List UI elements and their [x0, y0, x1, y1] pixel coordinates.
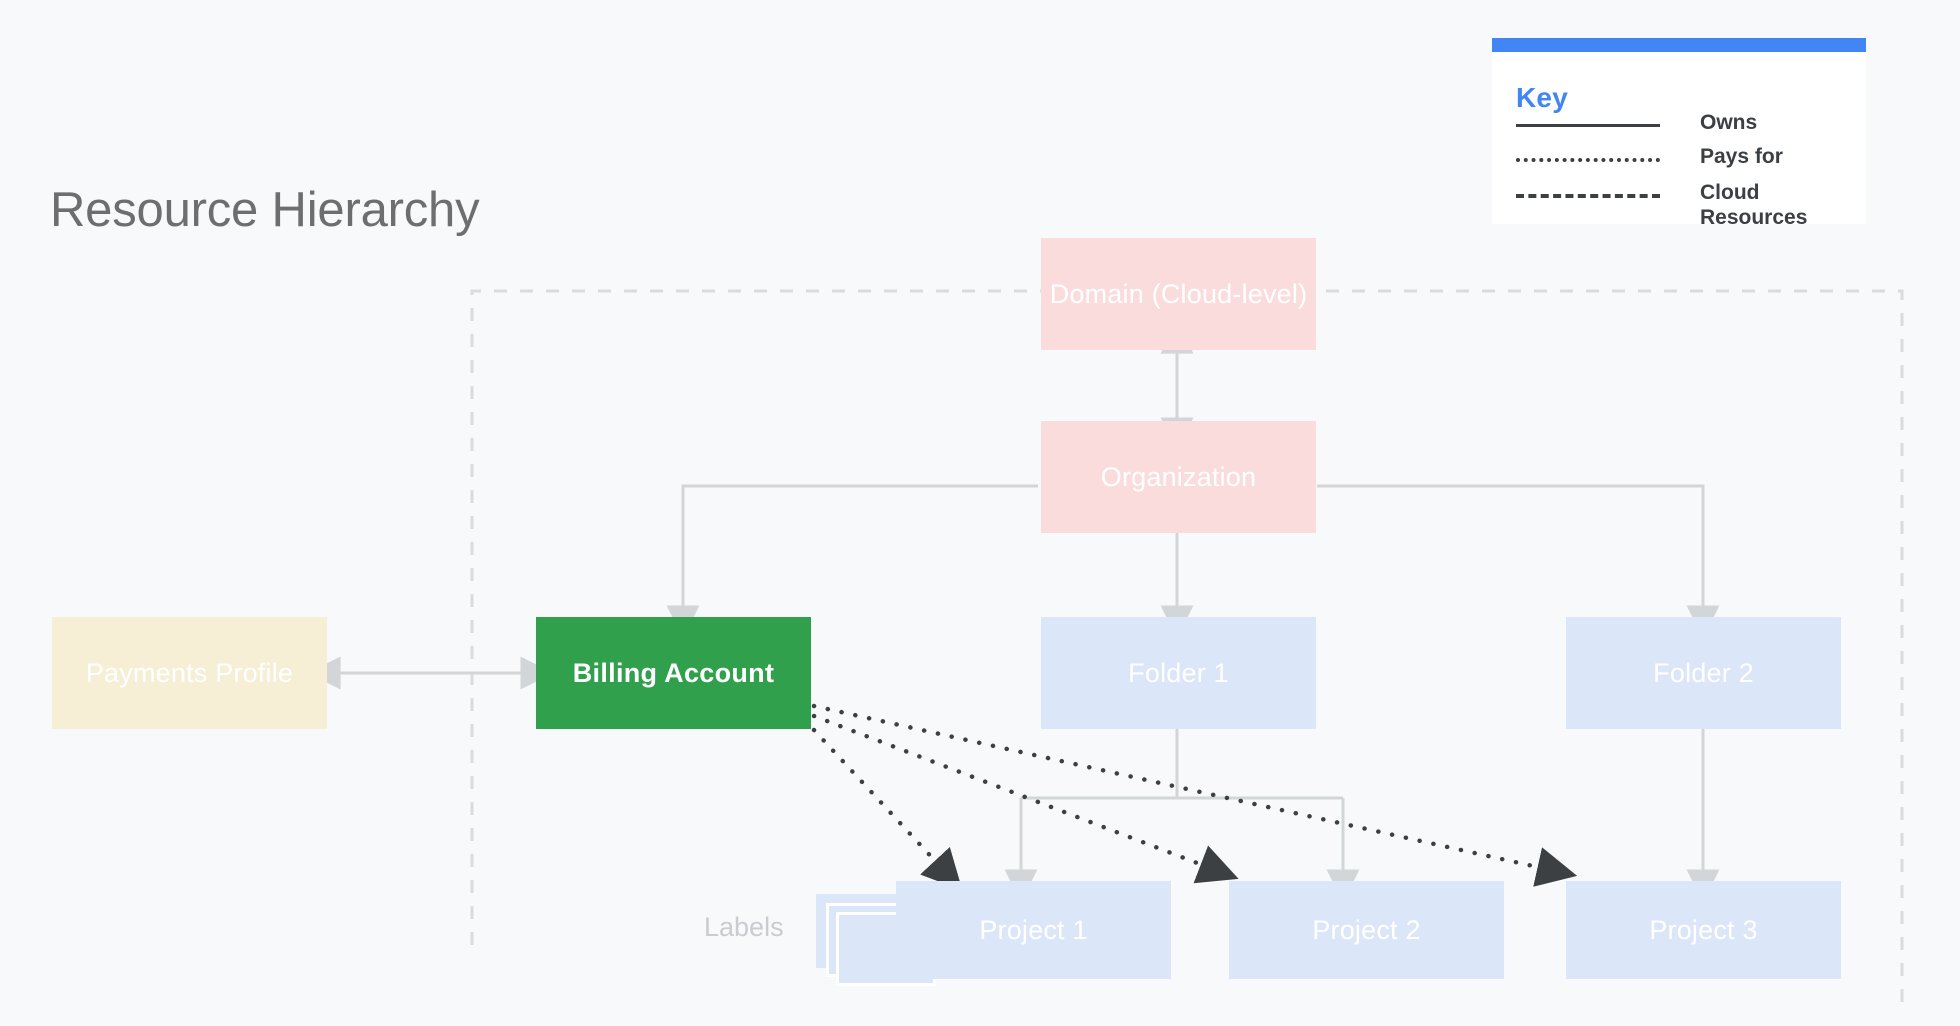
node-folder-2[interactable]: Folder 2: [1566, 617, 1841, 729]
key-label-owns: Owns: [1700, 111, 1758, 134]
edge-billing-pays-project3: [811, 703, 1578, 887]
node-project-2-label: Project 2: [1312, 914, 1421, 945]
node-project-1[interactable]: Project 1: [896, 881, 1171, 979]
node-payments-profile[interactable]: Payments Profile: [52, 617, 327, 729]
node-project-1-label: Project 1: [979, 914, 1088, 945]
node-project-3[interactable]: Project 3: [1566, 881, 1841, 979]
node-folder-2-label: Folder 2: [1653, 657, 1754, 688]
node-folder-1-label: Folder 1: [1128, 657, 1229, 688]
edge-organization-folder2: [1317, 484, 1720, 639]
key-heading: Key: [1516, 82, 1568, 113]
node-project-3-label: Project 3: [1649, 914, 1758, 945]
edge-folder1-projects: [1004, 722, 1360, 903]
edge-organization-billing: [666, 484, 1038, 639]
key-label-pays-for: Pays for: [1700, 145, 1783, 168]
node-billing-account-label: Billing Account: [572, 657, 775, 688]
key-label-cloud-resources: Cloud Resources: [1700, 181, 1808, 229]
node-folder-1[interactable]: Folder 1: [1041, 617, 1316, 729]
node-domain[interactable]: Domain (Cloud-level): [1041, 238, 1316, 350]
key-accent-bar: [1492, 38, 1866, 52]
node-billing-account[interactable]: Billing Account: [536, 617, 811, 729]
edge-billing-pays-project1: [811, 727, 963, 891]
node-organization[interactable]: Organization: [1041, 421, 1316, 533]
node-domain-label: Domain (Cloud-level): [1049, 278, 1308, 309]
node-project-2[interactable]: Project 2: [1229, 881, 1504, 979]
node-payments-profile-label: Payments Profile: [85, 657, 294, 688]
key-swatch-cloud-resources-icon: [1516, 194, 1660, 198]
key-swatch-owns-icon: [1516, 124, 1660, 127]
page-title: Resource Hierarchy: [50, 183, 480, 237]
labels-caption: Labels: [704, 912, 784, 942]
edge-billing-pays-project2: [811, 713, 1239, 884]
key-swatch-pays-for-icon: [1516, 158, 1660, 162]
node-organization-label: Organization: [1100, 461, 1257, 492]
key-panel: [1492, 38, 1866, 224]
